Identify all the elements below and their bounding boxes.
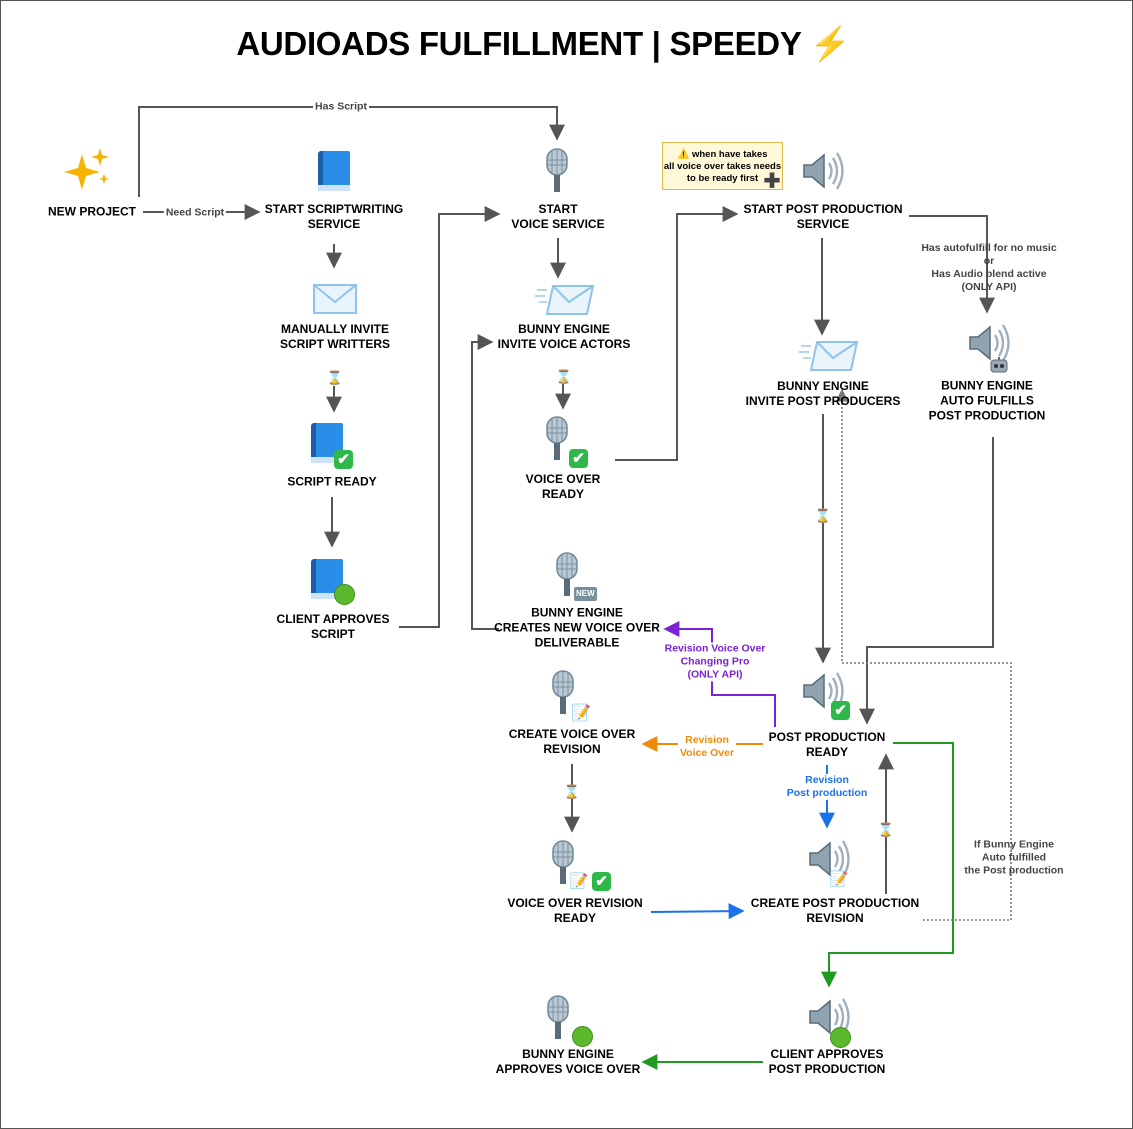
note-line-3: to be ready first bbox=[686, 173, 759, 184]
hourglass-icon: ⌛ bbox=[877, 822, 895, 837]
memo-icon: 📝 bbox=[571, 705, 591, 722]
green-circle-icon bbox=[830, 1027, 851, 1048]
envelope-icon bbox=[313, 284, 357, 314]
title-text: AUDIOADS FULFILLMENT | SPEEDY bbox=[236, 25, 801, 62]
memo-icon: 📝 bbox=[569, 873, 589, 890]
hourglass-icon: ⌛ bbox=[326, 370, 344, 385]
speaker-icon bbox=[809, 840, 850, 878]
microphone-icon bbox=[546, 148, 568, 192]
microphone-icon bbox=[547, 995, 569, 1039]
label-has-script: Has Script bbox=[313, 100, 369, 114]
memo-icon: 📝 bbox=[829, 871, 849, 888]
plus-icon: ✚ bbox=[763, 170, 781, 193]
robot-icon bbox=[990, 357, 1008, 373]
edge-new-vo-to-invite bbox=[471, 334, 499, 630]
check-mark-icon: ✔ bbox=[831, 701, 850, 720]
edge-auto-fulfilled-dotted bbox=[835, 388, 1012, 921]
label-need-script: Need Script bbox=[163, 206, 227, 220]
warning-note: ⚠️ when have takes all voice over takes … bbox=[662, 142, 783, 190]
check-mark-icon: ✔ bbox=[334, 450, 353, 469]
note-line-2: all voice over takes needs bbox=[663, 161, 782, 172]
edge-ready-to-client-approves bbox=[821, 742, 954, 988]
green-circle-icon bbox=[572, 1026, 593, 1047]
microphone-icon bbox=[552, 670, 574, 714]
node-script-ready: SCRIPT READY bbox=[287, 474, 377, 489]
new-badge-icon: NEW bbox=[574, 587, 597, 601]
microphone-icon bbox=[556, 552, 578, 596]
blue-book-icon bbox=[318, 151, 350, 191]
hourglass-icon: ⌛ bbox=[555, 369, 573, 384]
green-circle-icon bbox=[334, 584, 355, 605]
warning-icon: ⚠️ bbox=[677, 149, 690, 160]
edge-auto-to-ready bbox=[859, 437, 994, 725]
microphone-icon bbox=[546, 416, 568, 460]
diagram-title: AUDIOADS FULFILLMENT | SPEEDY ⚡ bbox=[1, 25, 1086, 64]
speaker-icon bbox=[969, 324, 1010, 362]
microphone-icon bbox=[552, 840, 574, 884]
incoming-envelope-icon bbox=[799, 341, 859, 371]
edge-vo-ready-to-post bbox=[615, 206, 739, 461]
hourglass-icon: ⌛ bbox=[563, 784, 581, 799]
edge-vo-rev-to-post-rev bbox=[650, 903, 745, 920]
check-mark-icon: ✔ bbox=[569, 449, 588, 468]
lightning-bolt-icon: ⚡ bbox=[809, 25, 851, 62]
node-new-project: NEW PROJECT bbox=[47, 204, 137, 219]
sparkles-icon bbox=[64, 148, 109, 190]
incoming-envelope-icon bbox=[535, 285, 595, 315]
note-line-1: when have takes bbox=[691, 149, 768, 160]
check-mark-icon: ✔ bbox=[592, 872, 611, 891]
edge-revision-changing-pro bbox=[663, 621, 776, 727]
hourglass-icon: ⌛ bbox=[814, 508, 832, 523]
edge-client-script-to-voice bbox=[399, 206, 501, 628]
speaker-icon bbox=[803, 152, 844, 190]
edge-start-post-to-auto bbox=[909, 215, 995, 314]
